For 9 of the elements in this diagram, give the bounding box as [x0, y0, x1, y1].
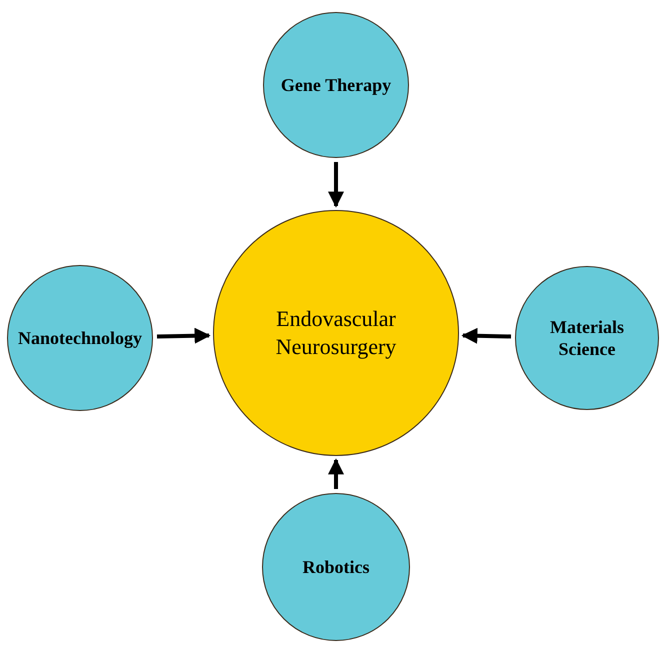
arrow [328, 458, 344, 489]
arrow [328, 162, 344, 208]
circle-label: Materials Science [549, 316, 625, 360]
circle-label: Endovascular Neurosurgery [274, 305, 398, 361]
arrow [461, 328, 512, 344]
circle-label: Robotics [302, 556, 370, 578]
circle-label: Nanotechnology [18, 327, 142, 349]
circle-label: Gene Therapy [280, 74, 392, 96]
arrow [156, 328, 211, 344]
